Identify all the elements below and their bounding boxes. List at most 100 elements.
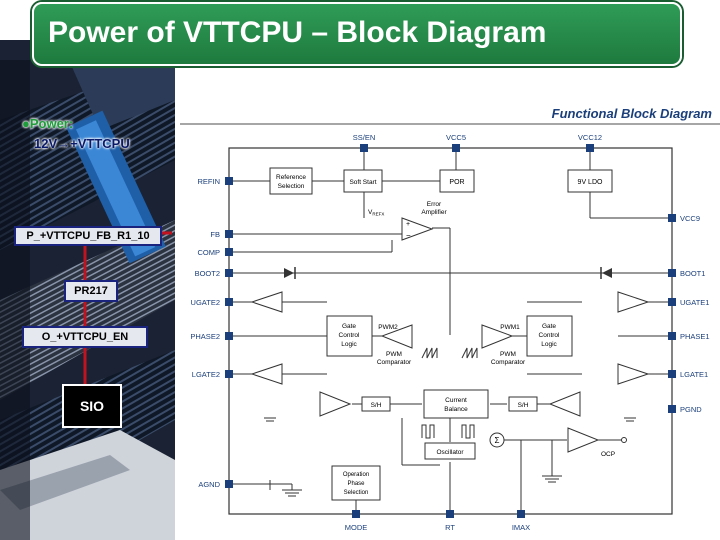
gate-right-line2: Control bbox=[539, 332, 561, 339]
por-label: POR bbox=[449, 179, 464, 186]
pin-mode bbox=[352, 510, 360, 518]
power-rail-annotation: 12V→+VTTCPU bbox=[34, 136, 130, 151]
pin-boot2 bbox=[225, 269, 233, 277]
pin-label-agnd: AGND bbox=[198, 480, 220, 489]
soft-start-block bbox=[343, 169, 383, 193]
gate-right-line1: Gate bbox=[542, 323, 556, 330]
pin-label-pgnd: PGND bbox=[680, 405, 702, 414]
pwm1-label: PWM1 bbox=[500, 324, 520, 331]
pin-refin bbox=[225, 177, 233, 185]
ramp-right-icon bbox=[461, 347, 478, 359]
sh-right-label: S/H bbox=[518, 402, 529, 409]
reference-label-line2: Selection bbox=[278, 183, 305, 190]
gate-left-line3: Logic bbox=[341, 341, 357, 348]
gate-left-line2: Control bbox=[339, 332, 361, 339]
pin-vcc5 bbox=[452, 144, 460, 152]
output-net-label: O_+VTTCPU_EN bbox=[22, 326, 148, 348]
pin-ugate1 bbox=[668, 298, 676, 306]
pin-label-vcc5: VCC5 bbox=[446, 133, 466, 142]
pin-label-ss-en: SS/EN bbox=[353, 133, 376, 142]
pin-label-ugate1: UGATE1 bbox=[680, 298, 709, 307]
pin-agnd bbox=[225, 480, 233, 488]
ground-symbols bbox=[264, 417, 636, 497]
current-sense-left-icon bbox=[319, 391, 352, 417]
pwm-comp-right-line1: PWM bbox=[500, 351, 516, 358]
svg-text:+: + bbox=[406, 221, 410, 228]
driver-ugate1-icon bbox=[617, 291, 650, 313]
ldo-block bbox=[567, 169, 613, 193]
sio-block: SIO bbox=[62, 384, 122, 428]
soft-start-label: Soft Start bbox=[349, 179, 376, 186]
svg-text:−: − bbox=[406, 231, 411, 240]
clock-left-icon bbox=[421, 424, 435, 439]
pwm-comp-right-line2: Comparator bbox=[491, 359, 526, 366]
current-balance-block bbox=[423, 389, 489, 419]
bottom-pins: MODE RT IMAX bbox=[345, 510, 530, 532]
pin-label-vcc12: VCC12 bbox=[578, 133, 602, 142]
pin-fb bbox=[225, 230, 233, 238]
op-phase-line1: Operation bbox=[343, 472, 369, 478]
pwm-comparator-right-icon bbox=[481, 324, 514, 349]
ocp-label: OCP bbox=[601, 451, 615, 458]
pin-boot1 bbox=[668, 269, 676, 277]
power-rail-text: 12V→+VTTCPU bbox=[34, 136, 130, 151]
pin-vcc12 bbox=[586, 144, 594, 152]
pin-label-boot1: BOOT1 bbox=[680, 269, 705, 278]
pin-lgate1 bbox=[668, 370, 676, 378]
op-phase-line2: Phase bbox=[347, 481, 365, 487]
current-sense-right-icon bbox=[548, 391, 581, 417]
pin-label-lgate2: LGATE2 bbox=[192, 370, 220, 379]
driver-lgate2-icon bbox=[250, 363, 283, 385]
page-title: Power of VTTCPU – Block Diagram bbox=[48, 16, 547, 49]
sum-label: Σ bbox=[495, 436, 500, 445]
left-pins: REFIN FB COMP BOOT2 UGATE2 PHASE2 LGATE2… bbox=[190, 177, 233, 489]
pin-label-boot2: BOOT2 bbox=[195, 269, 220, 278]
pwm-comp-left-line1: PWM bbox=[386, 351, 402, 358]
oscillator-label: Oscillator bbox=[436, 449, 464, 456]
error-amp-label-line1: Error bbox=[427, 201, 442, 208]
power-bullet: ●Power: bbox=[22, 116, 74, 131]
gate-control-right-block bbox=[526, 315, 573, 357]
diode-right-icon bbox=[602, 268, 612, 278]
ocp-comparator-icon bbox=[567, 427, 600, 453]
pin-label-comp: COMP bbox=[198, 248, 221, 257]
por-block bbox=[439, 169, 475, 193]
right-pins: VCC9 BOOT1 UGATE1 PHASE1 LGATE1 PGND bbox=[668, 214, 710, 414]
pwm-comparator-left-icon bbox=[380, 324, 413, 349]
pin-vcc9 bbox=[668, 214, 676, 222]
pin-lgate2 bbox=[225, 370, 233, 378]
clock-right-icon bbox=[461, 424, 475, 439]
oscillator-block bbox=[424, 442, 476, 460]
top-pins: SS/EN VCC5 VCC12 bbox=[353, 133, 602, 152]
op-phase-line3: Selection bbox=[344, 490, 369, 496]
driver-lgate1-icon bbox=[617, 363, 650, 385]
pwm-comp-left-line2: Comparator bbox=[377, 359, 412, 366]
diode-left-icon bbox=[284, 268, 294, 278]
pin-label-vcc9: VCC9 bbox=[680, 214, 700, 223]
pin-label-rt: RT bbox=[445, 523, 455, 532]
current-balance-line2: Balance bbox=[444, 406, 468, 413]
functional-block-diagram: Functional Block Diagram SS/EN VCC5 VCC1… bbox=[180, 106, 720, 532]
pin-ss-en bbox=[360, 144, 368, 152]
pin-pgnd bbox=[668, 405, 676, 413]
pin-label-mode: MODE bbox=[345, 523, 368, 532]
pin-comp bbox=[225, 248, 233, 256]
pin-label-lgate1: LGATE1 bbox=[680, 370, 708, 379]
pin-label-refin: REFIN bbox=[198, 177, 221, 186]
current-balance-line1: Current bbox=[445, 397, 467, 404]
pin-label-fb: FB bbox=[210, 230, 220, 239]
pin-phase1 bbox=[668, 332, 676, 340]
power-annotation: ●Power: bbox=[22, 116, 73, 131]
pin-label-phase2: PHASE2 bbox=[190, 332, 220, 341]
driver-ugate2-icon bbox=[250, 291, 283, 313]
sh-right-block bbox=[508, 396, 538, 412]
pin-ugate2 bbox=[225, 298, 233, 306]
operation-phase-selection-block bbox=[331, 465, 381, 501]
error-amplifier-icon bbox=[401, 217, 434, 241]
gate-right-line3: Logic bbox=[541, 341, 557, 348]
resistor-label: PR217 bbox=[64, 280, 118, 302]
fb-net-label: P_+VTTCPU_FB_R1_10 bbox=[14, 226, 162, 246]
pin-label-ugate2: UGATE2 bbox=[191, 298, 220, 307]
sh-left-label: S/H bbox=[371, 402, 382, 409]
reference-label-line1: Reference bbox=[276, 174, 306, 181]
